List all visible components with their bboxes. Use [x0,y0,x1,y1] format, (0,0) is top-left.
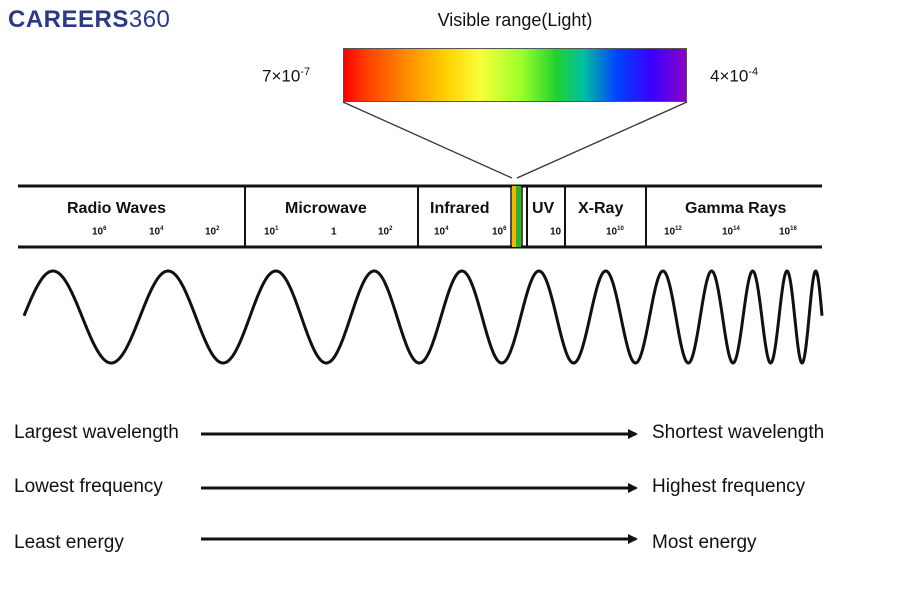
zoom-line-left [342,101,513,179]
band-label-xray: X-Ray [578,200,624,217]
tick-label: 1 [331,226,337,238]
careers360-logo: CAREERS360 [8,6,170,34]
band-label-gamma: Gamma Rays [685,200,787,217]
visible-spectrum-bar [343,48,687,102]
logo-text-light: 360 [128,6,171,33]
tick-label: 102 [378,226,393,238]
tick-label: 1014 [722,226,740,238]
visible-right-limit: 4×10-4 [710,66,759,86]
tick-label: 10 [550,226,562,238]
tick-label: 1010 [606,226,624,238]
label-highest-frequency: Highest frequency [652,476,806,497]
tick-label: 102 [205,226,220,238]
band-label-radio: Radio Waves [67,200,166,217]
tick-label: 106 [492,226,507,238]
label-lowest-frequency: Lowest frequency [14,476,163,497]
logo-text-bold: CAREERS [8,6,129,33]
band-label-uv: UV [532,200,555,217]
wave-curve [22,269,824,365]
band-label-infrared: Infrared [430,200,490,217]
tick-label: 101 [264,226,279,238]
label-shortest-wavelength: Shortest wavelength [652,422,825,443]
tick-label: 1012 [664,226,682,238]
visible-range-title: Visible range(Light) [437,10,593,30]
visible-stripe-yellow [512,186,516,247]
label-most-energy: Most energy [652,532,757,553]
band-label-microwave: Microwave [285,200,367,217]
visible-left-limit: 7×10-7 [262,66,311,86]
tick-label: 104 [149,226,164,238]
tick-label: 104 [434,226,449,238]
zoom-line-right [516,101,688,179]
label-least-energy: Least energy [14,532,124,553]
visible-stripe-green [516,186,521,247]
tick-label: 1016 [779,226,797,238]
tick-label: 106 [92,226,107,238]
label-largest-wavelength: Largest wavelength [14,422,179,443]
